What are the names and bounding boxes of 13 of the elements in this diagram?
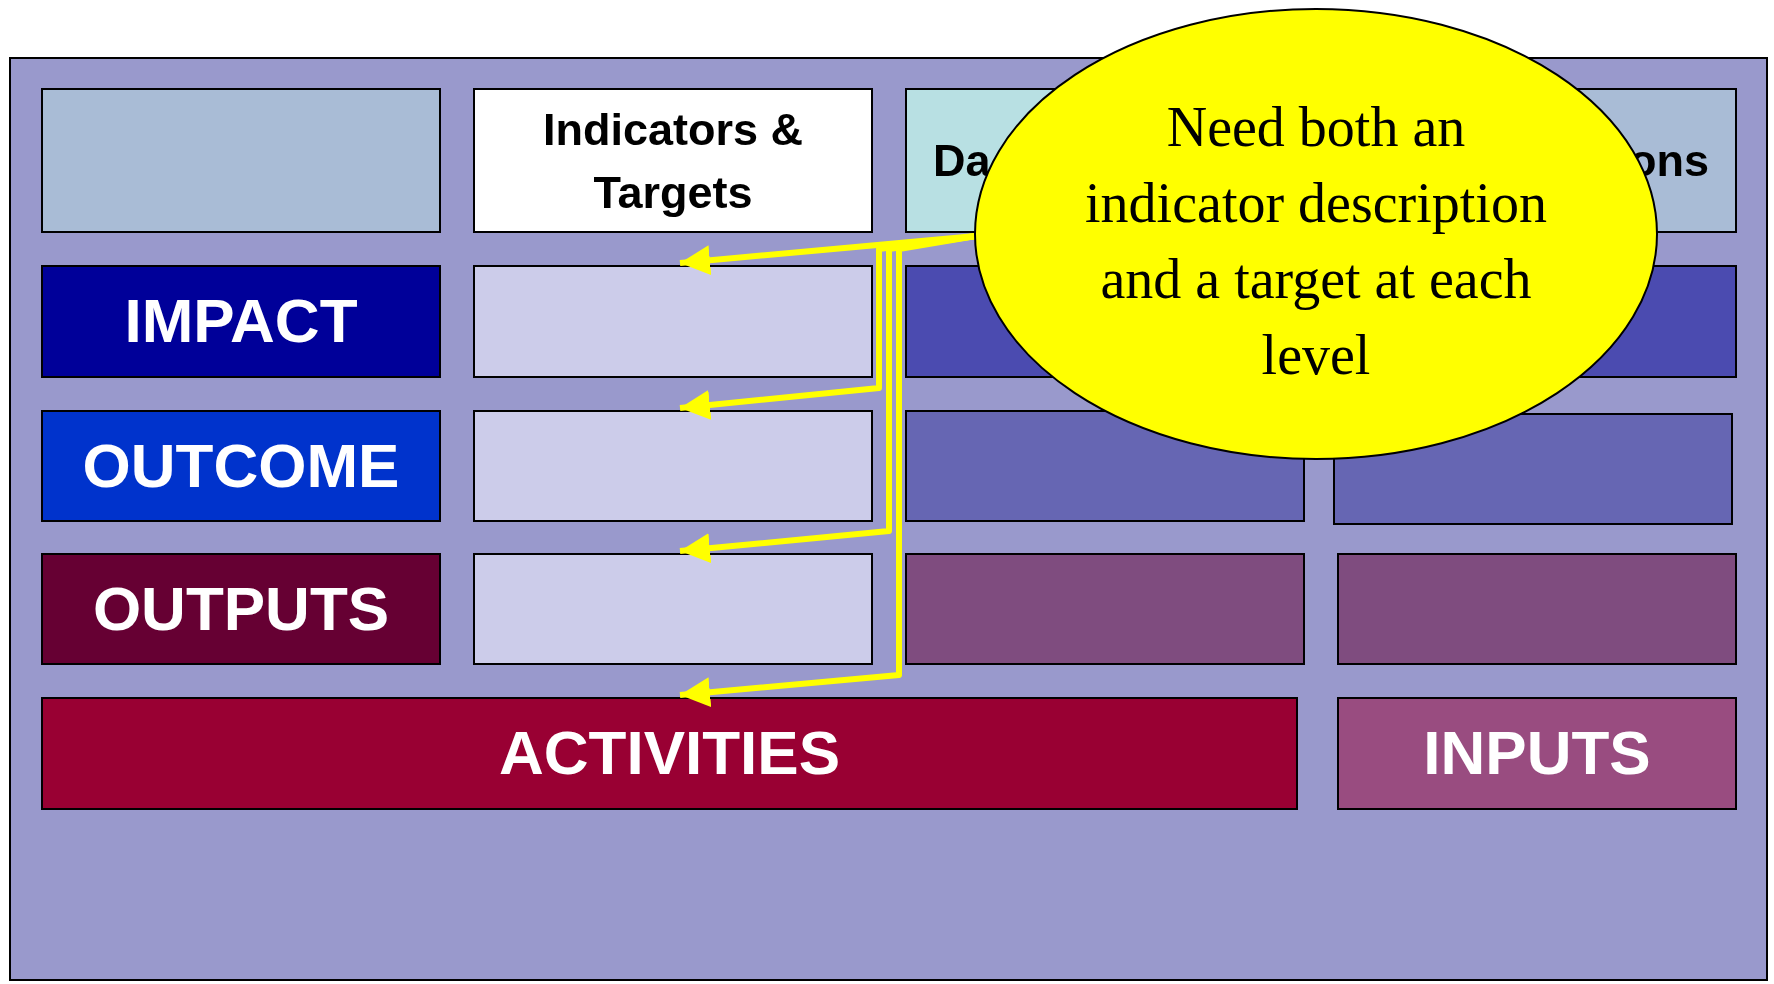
row-label-box: INPUTS: [1337, 697, 1737, 810]
empty-cell-box: [473, 553, 873, 665]
empty-cell-box: [1337, 553, 1737, 665]
empty-cell-box: [473, 265, 873, 378]
row-label-box: ACTIVITIES: [41, 697, 1298, 810]
empty-cell-box: [905, 553, 1305, 665]
empty-cell-box: [473, 410, 873, 522]
arrow: [679, 233, 977, 708]
row-label-box: IMPACT: [41, 265, 441, 378]
row-label-box: OUTCOME: [41, 410, 441, 522]
empty-cell-box: [41, 88, 441, 233]
column-heading: Indicators & Targets: [473, 88, 873, 233]
row-label-box: OUTPUTS: [41, 553, 441, 665]
